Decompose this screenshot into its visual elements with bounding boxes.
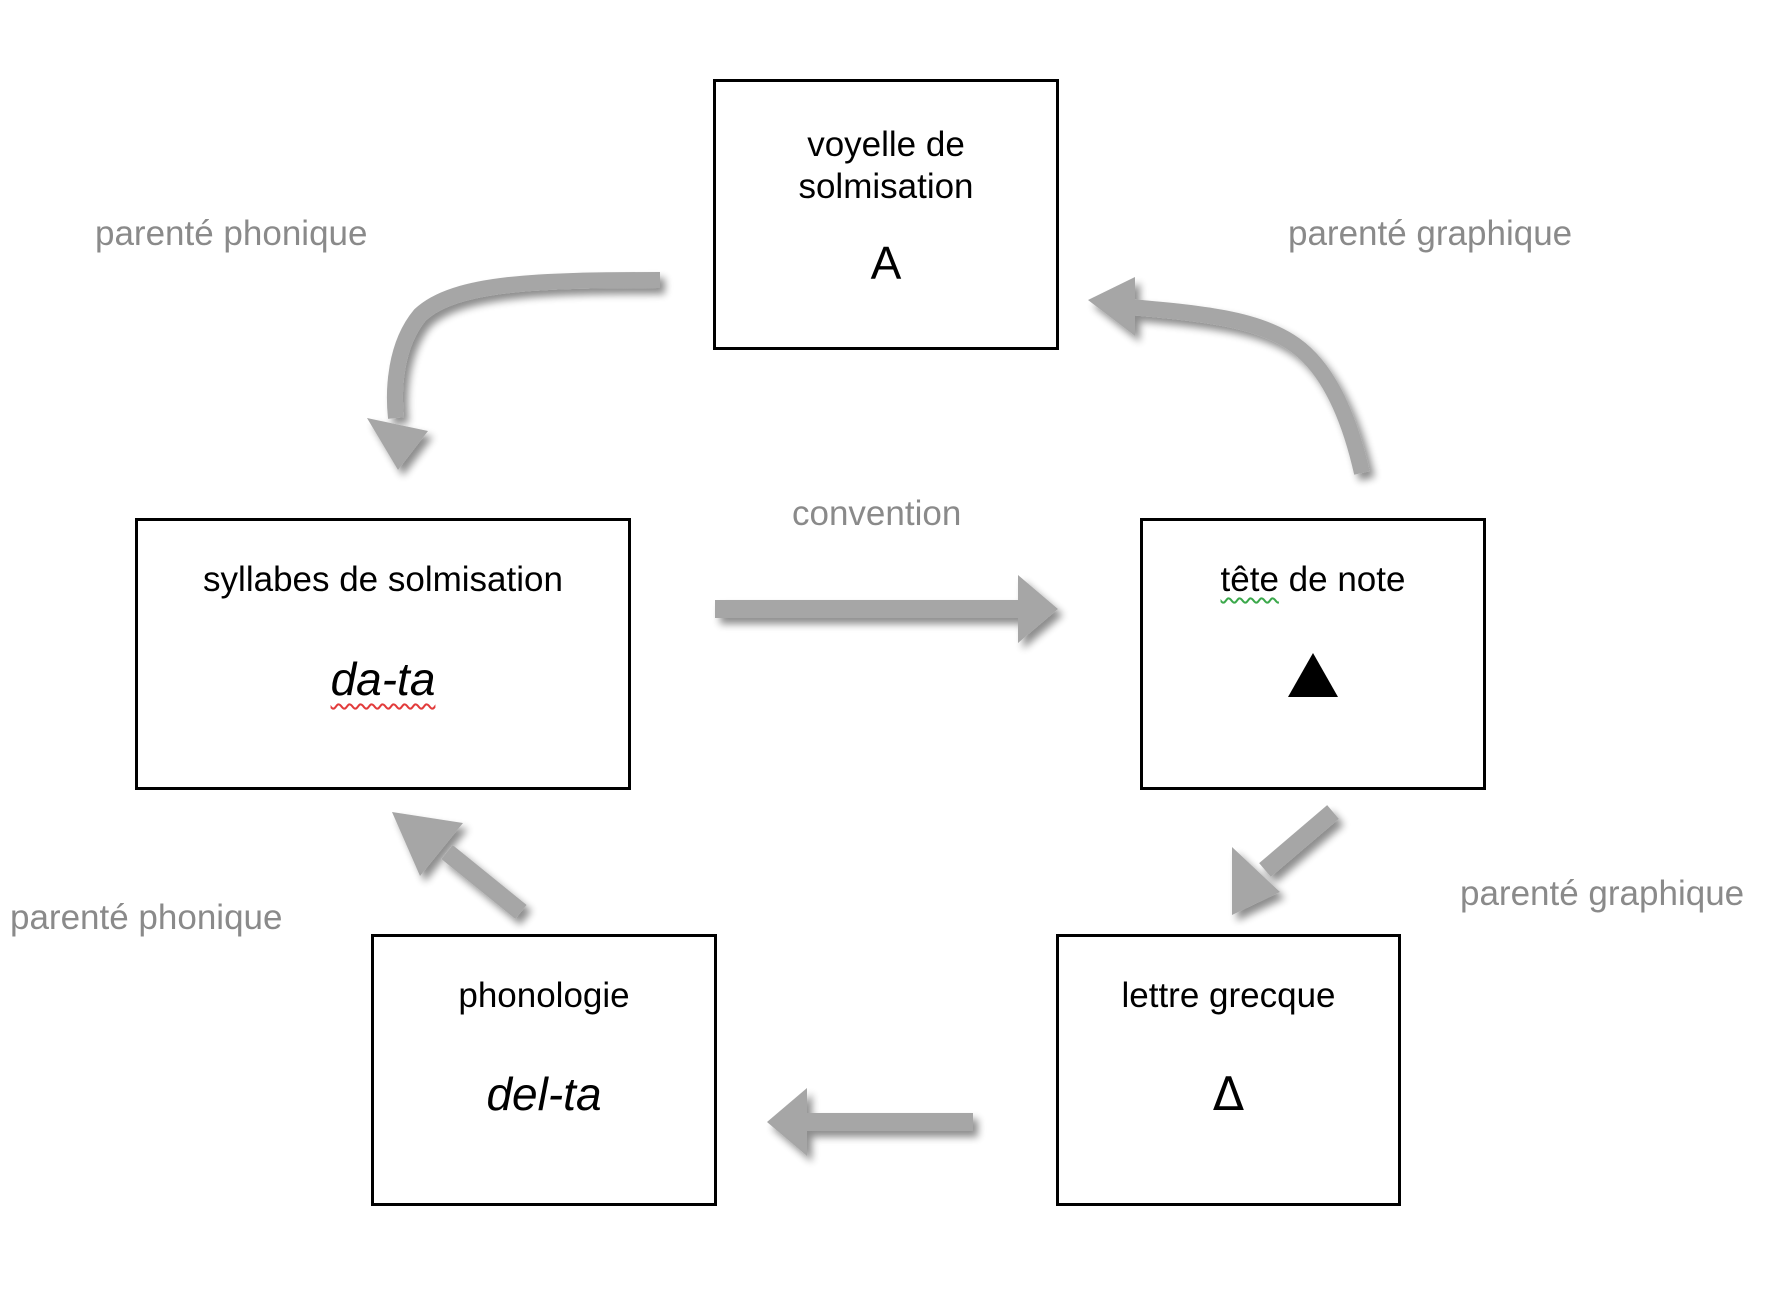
box-syllabes-title: syllabes de solmisation	[203, 560, 563, 599]
black-up-triangle-icon	[1288, 653, 1338, 697]
box-tete-de-note: tête de note	[1140, 518, 1486, 790]
box-tete-title-rest: de note	[1278, 560, 1406, 599]
box-syllabes-symbol: da-ta	[138, 654, 628, 704]
arrow-phonologie-to-syllabes	[392, 812, 527, 919]
label-parente-graphique-bottom: parenté graphique	[1460, 874, 1745, 913]
label-parente-phonique-top: parenté phonique	[95, 214, 368, 253]
label-parente-phonique-bottom: parenté phonique	[10, 898, 283, 937]
box-syllabes-symbol-text: da-ta	[330, 653, 436, 705]
box-voyelle-symbol: A	[870, 237, 902, 289]
arrow-lettre-to-phonologie	[767, 1088, 973, 1156]
box-phonologie-symbol: del-ta	[486, 1068, 602, 1120]
box-lettre-symbol: Δ	[1212, 1067, 1245, 1121]
box-lettre-title: lettre grecque	[1121, 976, 1336, 1015]
box-tete-symbol	[1143, 653, 1483, 703]
box-lettre-grecque: lettre grecque Δ	[1056, 934, 1401, 1206]
arrow-syllabes-to-tete	[715, 575, 1058, 643]
label-convention: convention	[792, 494, 962, 533]
box-phonologie: phonologie del-ta	[371, 934, 717, 1206]
box-tete-title: tête de note	[1143, 559, 1483, 601]
arrow-tete-to-lettre	[1232, 805, 1339, 915]
arrow-tete-to-voyelle	[1088, 277, 1370, 475]
box-phonologie-title: phonologie	[458, 976, 630, 1015]
box-tete-title-word: tête	[1220, 560, 1279, 599]
label-parente-graphique-top: parenté graphique	[1288, 214, 1573, 253]
box-voyelle-title: voyelle de solmisation	[798, 125, 974, 206]
arrow-voyelle-to-syllabes	[367, 272, 661, 470]
box-voyelle-de-solmisation: voyelle de solmisation A	[713, 79, 1059, 350]
box-syllabes-de-solmisation: syllabes de solmisation da-ta	[135, 518, 631, 790]
